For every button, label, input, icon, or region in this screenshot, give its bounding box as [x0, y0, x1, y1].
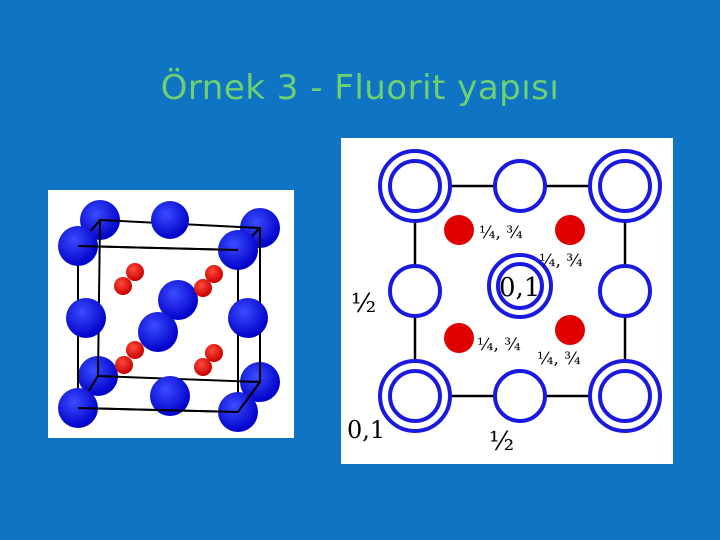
edge-height-label-bottom: ½ [489, 427, 514, 457]
anion-atom [205, 265, 223, 283]
anion-atom [114, 277, 132, 295]
corner-atom [378, 359, 452, 433]
cation-atom [138, 312, 178, 352]
anion-atom [555, 315, 585, 345]
corner-atom [588, 359, 662, 433]
cation-atom [150, 376, 190, 416]
cation-atom [151, 201, 189, 239]
anion-atom [444, 323, 474, 353]
corner-atom [378, 149, 452, 223]
edge-atom [493, 159, 547, 213]
edge-atom [388, 264, 442, 318]
anion-atom [555, 215, 585, 245]
anion-height-label: ¼, ¾ [477, 335, 521, 355]
anion-atom [126, 341, 144, 359]
corner-height-label: 0,1 [347, 416, 385, 444]
edge-atom [598, 264, 652, 318]
anion-atom [194, 358, 212, 376]
edge-atom [493, 369, 547, 423]
anion-atom [126, 263, 144, 281]
anion-atom [115, 356, 133, 374]
projection-panel: 0,1 0,1 ½ ½ ¼, ¾ ¼, ¾ ¼, ¾ ¼, ¾ [341, 138, 673, 464]
slide-title: Örnek 3 - Fluorit yapısı [160, 68, 560, 108]
anion-atom [205, 344, 223, 362]
anion-height-label: ¼, ¾ [537, 349, 581, 369]
cation-atom [158, 280, 198, 320]
anion-height-label: ¼, ¾ [539, 251, 583, 271]
center-atom [487, 253, 553, 319]
cation-atom [228, 298, 268, 338]
unit-cell-3d-diagram [58, 200, 280, 432]
edge-height-label-left: ½ [351, 289, 376, 319]
cation-atom [66, 298, 106, 338]
anion-height-label: ¼, ¾ [479, 223, 523, 243]
anion-atom [444, 215, 474, 245]
unit-cell-3d-panel [48, 190, 294, 438]
projection-diagram: 0,1 0,1 ½ ½ ¼, ¾ ¼, ¾ ¼, ¾ ¼, ¾ [347, 149, 662, 457]
corner-atom [588, 149, 662, 223]
center-height-label: 0,1 [499, 273, 540, 303]
anion-atom [194, 279, 212, 297]
